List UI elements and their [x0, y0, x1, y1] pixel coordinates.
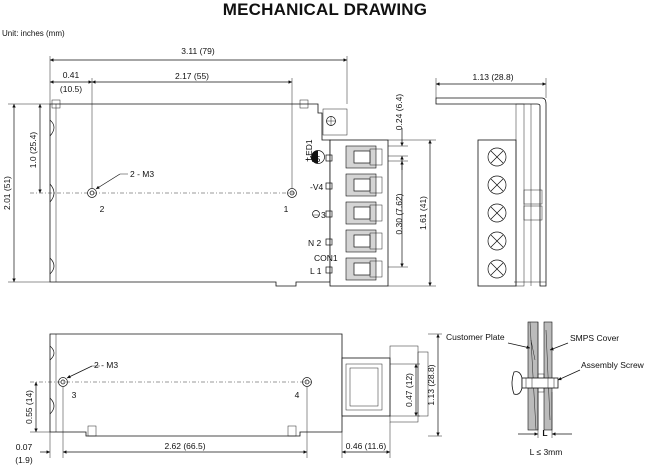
dim-bottom-hole-spacing: 2.62 (66.5)	[164, 441, 205, 451]
mount-holes-label: 2 - M3	[130, 169, 154, 179]
dim-edge-offset-in: 0.07	[16, 442, 33, 452]
mounting-detail: Customer Plate SMPS Cover Assembly Screw…	[446, 321, 645, 457]
terminal-screw-5	[345, 257, 383, 281]
unit-note: Unit: inches (mm)	[2, 29, 65, 38]
side-terminal-screw-5	[487, 259, 507, 279]
assembly-screw-label: Assembly Screw	[581, 360, 645, 370]
terminal-label-1: +V5	[305, 154, 321, 164]
smps-cover-label: SMPS Cover	[570, 333, 619, 343]
terminal-screw-1	[345, 145, 383, 169]
dim-side-width: 1.13 (28.8)	[472, 72, 513, 82]
led-label: LED1	[304, 139, 314, 161]
terminal-label-2: -V4	[310, 182, 324, 192]
ground-icon	[312, 210, 320, 218]
side-terminal-screw-1	[487, 147, 507, 167]
bottom-view: 2 - M3 3 4 0.55 (14) 0.07 (1.9) 2.62 (66…	[15, 333, 442, 465]
dim-terminal-span: 1.61 (41)	[418, 196, 428, 230]
drawing-title: MECHANICAL DRAWING	[222, 0, 428, 19]
dim-edge-offset-mm: (1.9)	[15, 455, 33, 465]
terminal-screw-2	[345, 173, 383, 197]
dim-offset-in: 0.41	[63, 70, 80, 80]
dim-hole-spacing: 2.17 (55)	[175, 71, 209, 81]
dim-height-overall: 2.01 (51)	[2, 176, 12, 210]
side-terminal-screw-2	[487, 175, 507, 195]
side-terminal-screw-4	[487, 231, 507, 251]
dim-hole-height: 1.0 (25.4)	[28, 132, 38, 169]
dim-bottom-hole-height: 0.55 (14)	[24, 390, 34, 424]
dim-pitch: 0.30 (7.62)	[394, 193, 404, 234]
side-view: 1.13 (28.8)	[435, 72, 547, 287]
dim-terminal-depth: 0.46 (11.6)	[346, 441, 387, 451]
dim-offset-mm: (10.5)	[60, 84, 82, 94]
hole-2-label: 2	[100, 204, 105, 214]
terminal-screw-4	[345, 229, 383, 253]
hole-1-label: 1	[284, 204, 289, 214]
dim-bottom-overall-height: 1.13 (28.8)	[426, 364, 436, 405]
l-label: L	[542, 428, 547, 438]
l-note: L ≤ 3mm	[530, 447, 563, 457]
terminal-label-3: 3	[321, 210, 326, 220]
side-terminal-screw-3	[487, 203, 507, 223]
assembly-screw-icon	[511, 371, 559, 395]
hole-4-label: 4	[295, 390, 300, 400]
dim-window-height: 0.47 (12)	[404, 373, 414, 407]
customer-plate-label: Customer Plate	[446, 332, 505, 342]
dim-pitch-top: 0.24 (6.4)	[394, 94, 404, 131]
bottom-mount-holes-label: 2 - M3	[94, 360, 118, 370]
terminal-label-5: L 1	[310, 266, 322, 276]
terminal-label-4: N 2	[308, 238, 322, 248]
terminal-screw-3	[345, 201, 383, 225]
dim-overall-width: 3.11 (79)	[181, 46, 215, 56]
hole-3-label: 3	[72, 390, 77, 400]
top-view: 3.11 (79) 0.41 (10.5) 2.17 (55) 2.01 (51…	[2, 46, 436, 287]
con-label: CON1	[314, 253, 338, 263]
